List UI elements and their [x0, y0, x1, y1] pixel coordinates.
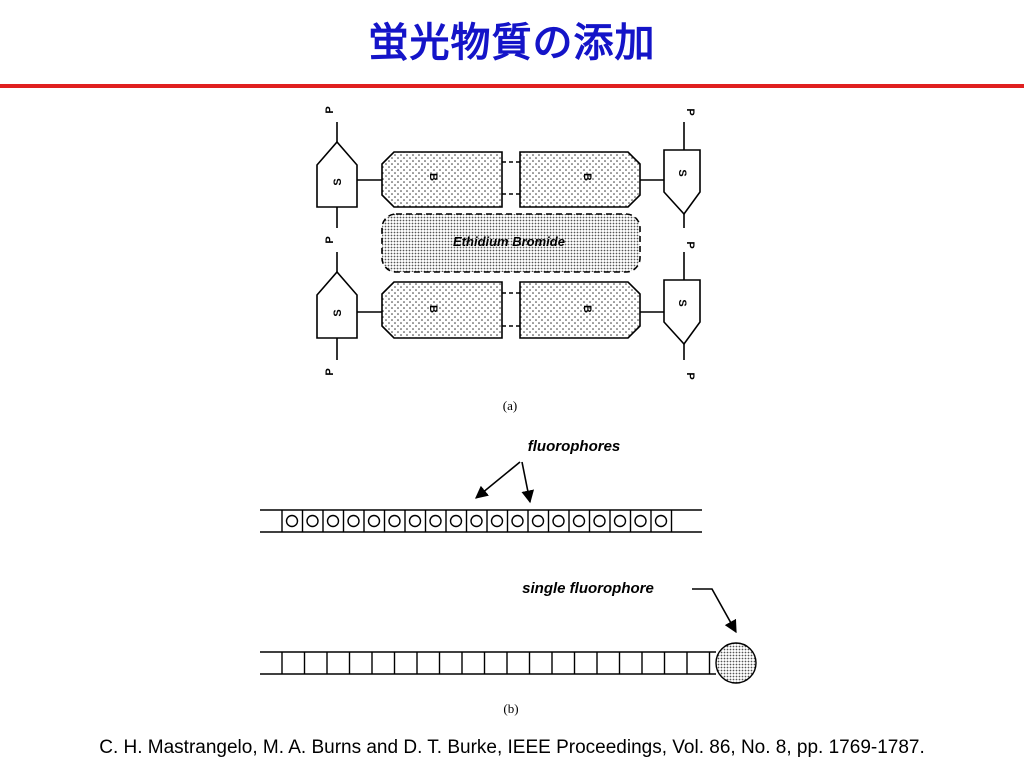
sugar-label: S: [676, 299, 688, 306]
fluorophore: [572, 514, 586, 528]
fluorophore: [552, 514, 565, 528]
fluorophore: [531, 514, 545, 528]
caption-a: (a): [503, 398, 517, 413]
arrow: [475, 461, 521, 499]
figure-a: [316, 122, 701, 360]
strand-single-fluorophore: [260, 642, 757, 684]
fluorophore: [654, 514, 668, 528]
phosphate-label: P: [684, 108, 696, 115]
single-fluorophore-label: single fluorophore: [522, 580, 654, 597]
fluorophore: [285, 514, 299, 528]
ethidium-bromide-label: Ethidium Bromide: [453, 234, 565, 249]
caption-b: (b): [503, 701, 518, 716]
title-divider: [0, 84, 1024, 88]
arrow: [692, 588, 737, 634]
figure-diagram: P P P P P P S S S S B B B B Ethidium Bro…: [260, 106, 757, 716]
phosphate-label: P: [684, 241, 696, 248]
sugar-bottom-left: [316, 270, 358, 339]
sugar-bottom-right: [663, 279, 701, 346]
base-bottom-right: [519, 281, 641, 339]
phosphate-label: P: [324, 236, 336, 243]
fluorophore: [490, 514, 504, 528]
phosphate-label: P: [324, 368, 336, 375]
ethidium-bromide-box: [381, 213, 641, 273]
single-fluorophore-bead: [715, 642, 757, 684]
base-top-right: [519, 151, 641, 208]
sugar-top-right: [663, 149, 701, 216]
sugar-top-left: [316, 140, 358, 208]
fluorophore: [449, 514, 463, 528]
arrow: [521, 461, 535, 504]
fluorophore: [634, 514, 647, 528]
base-bottom-left: [381, 281, 503, 339]
fluorophore: [367, 514, 381, 528]
fluorophore: [408, 514, 422, 528]
base-top-left: [381, 151, 503, 208]
base-label: B: [427, 305, 439, 313]
slide-title: 蛍光物質の添加: [368, 20, 656, 66]
fluorophore: [326, 514, 340, 528]
sugar-label: S: [332, 178, 344, 185]
sugar-label: S: [676, 169, 688, 176]
fluorophore: [511, 514, 524, 528]
citation: C. H. Mastrangelo, M. A. Burns and D. T.…: [99, 737, 925, 758]
base-label: B: [581, 305, 593, 313]
fluorophores-label: fluorophores: [528, 438, 621, 455]
fluorophore: [593, 514, 606, 528]
fluorophore: [613, 514, 627, 528]
fluorophore: [429, 514, 442, 528]
base-label: B: [427, 173, 439, 181]
strand-many-fluorophores: [260, 509, 702, 533]
fluorophore: [388, 514, 401, 528]
fluorophore: [347, 514, 360, 528]
phosphate-label: P: [684, 372, 696, 379]
phosphate-label: P: [324, 106, 336, 113]
fluorophore: [306, 514, 319, 528]
fluorophore: [470, 514, 483, 528]
base-label: B: [581, 173, 593, 181]
sugar-label: S: [332, 309, 344, 316]
